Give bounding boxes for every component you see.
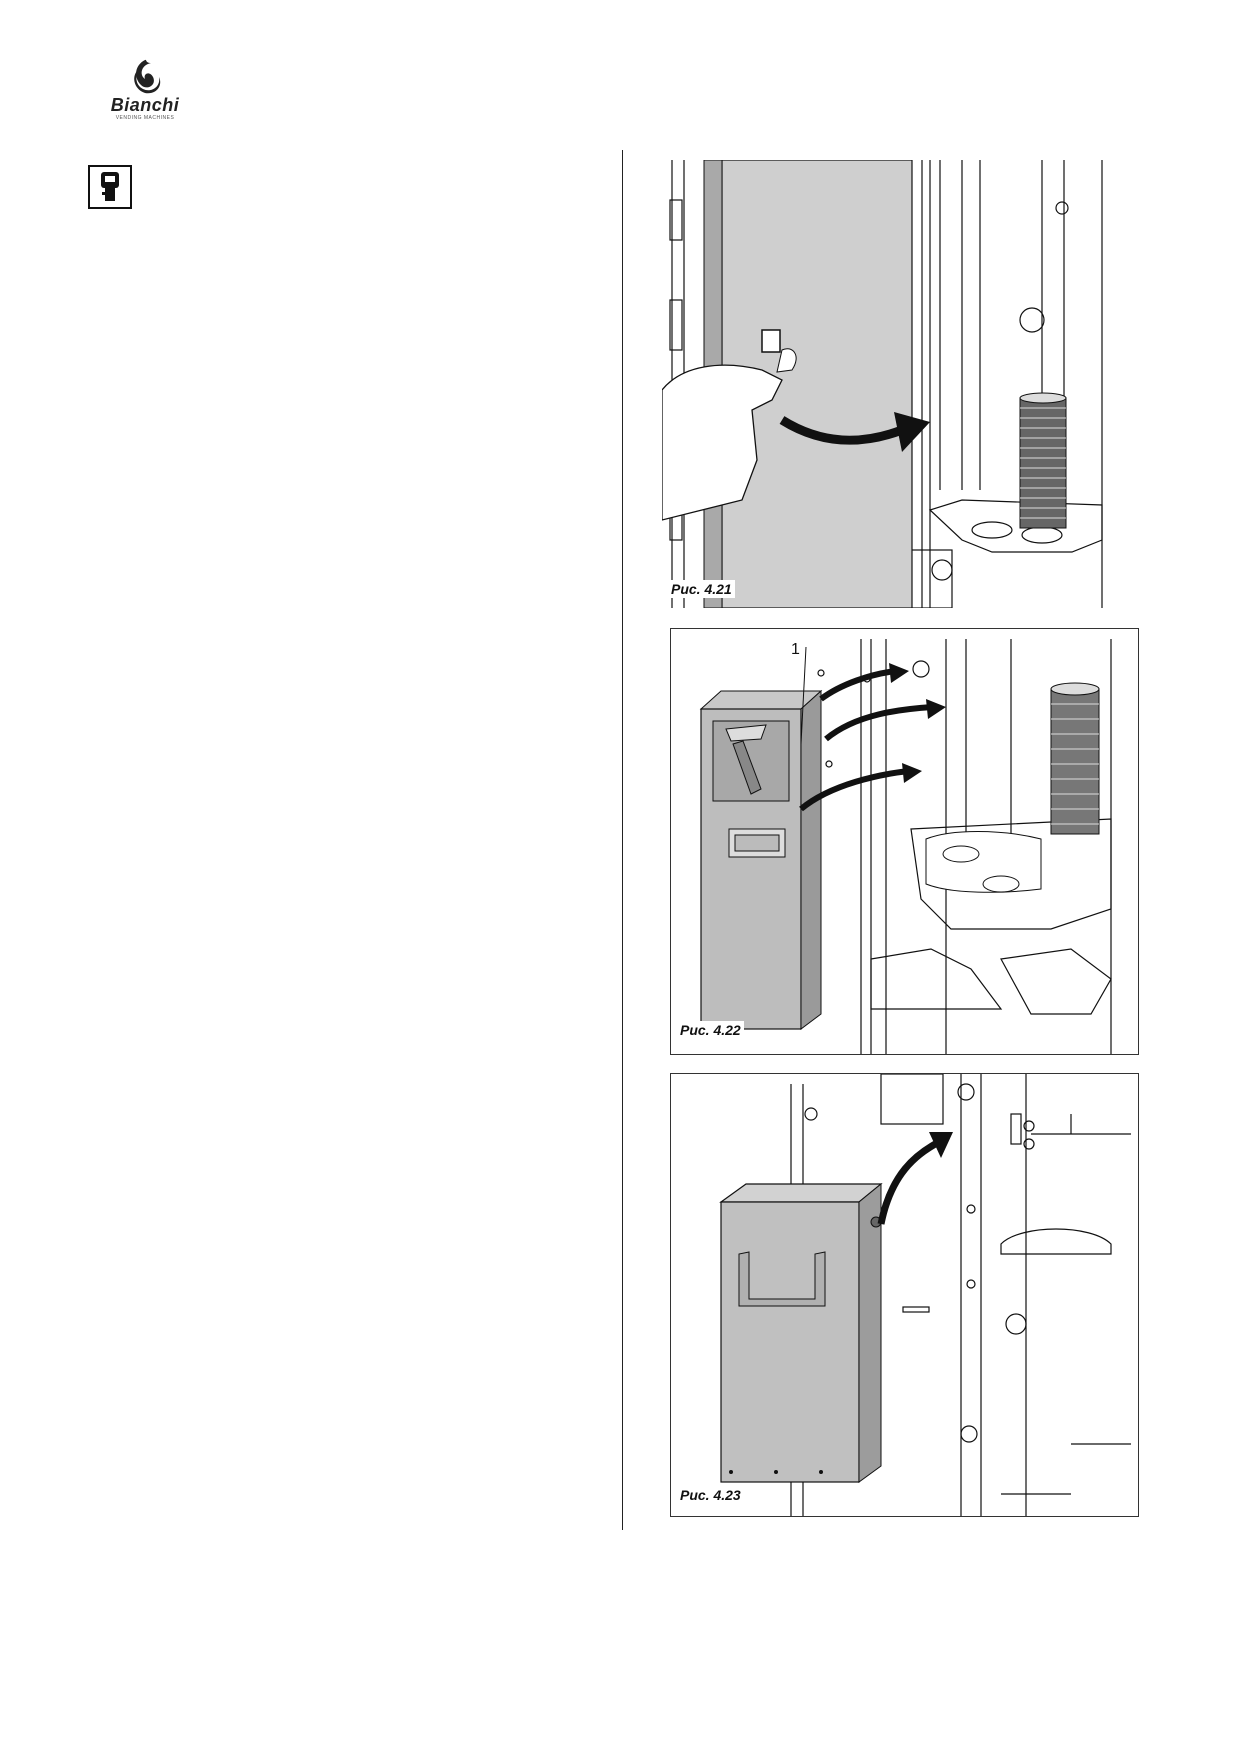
figure-4-21: Рис. 4.21 <box>662 160 1138 608</box>
key-icon <box>88 165 132 209</box>
door-open-illustration <box>662 160 1103 608</box>
figure-caption: Рис. 4.22 <box>677 1021 744 1039</box>
flame-logo-icon <box>134 59 161 94</box>
callout-number: 1 <box>791 641 800 658</box>
figure-4-23: Рис. 4.23 <box>670 1073 1139 1517</box>
column-divider <box>622 150 623 1530</box>
figure-caption: Рис. 4.21 <box>668 580 735 598</box>
bianchi-logo: Bianchi VENDING MACHINES <box>95 55 195 125</box>
figure-caption: Рис. 4.23 <box>677 1486 744 1504</box>
waste-bin-installation-illustration <box>719 1074 1131 1516</box>
logo-text: Bianchi <box>110 95 180 115</box>
coin-box-removal-illustration <box>699 639 1112 1054</box>
logo-subtext: VENDING MACHINES <box>115 115 175 121</box>
figure-4-22: 1 Рис. 4.22 <box>670 628 1139 1055</box>
